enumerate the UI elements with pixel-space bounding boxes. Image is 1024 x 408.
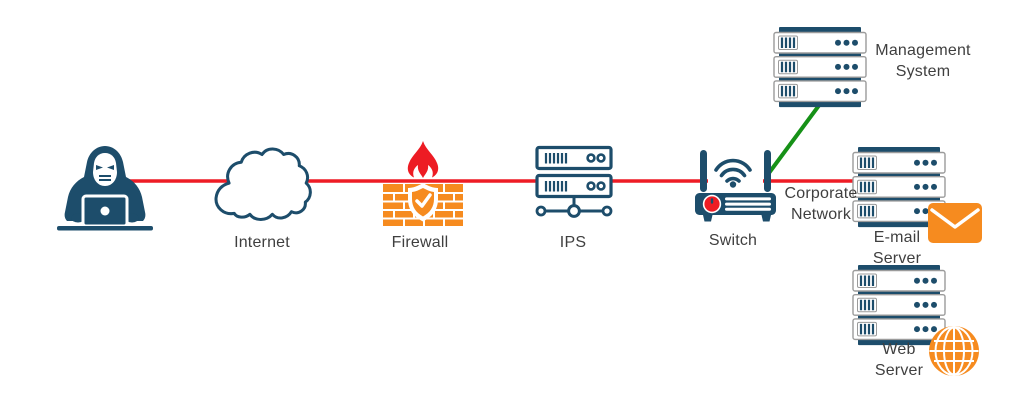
internet-label: Internet — [234, 234, 290, 251]
wireless-switch-icon — [695, 150, 776, 222]
email-server-label: E-mail Server — [872, 229, 922, 267]
power-knob — [704, 196, 720, 212]
ips-label: IPS — [559, 234, 587, 251]
wifi-icon — [714, 158, 752, 183]
firewall-brick-flame-shield-icon — [383, 141, 463, 226]
management-system-rack-icon — [772, 27, 868, 109]
antenna-left — [700, 150, 707, 192]
hacker-laptop-icon — [57, 146, 153, 231]
shield-check-icon — [408, 183, 438, 222]
envelope-icon — [928, 203, 982, 243]
management-system-label: Management System — [875, 42, 971, 80]
web-server-label: Web Server — [874, 341, 924, 379]
ips-servers-network-icon — [535, 145, 613, 218]
management-link-line — [764, 98, 825, 179]
globe-icon — [929, 326, 979, 376]
antenna-right — [764, 150, 771, 192]
firewall-label: Firewall — [391, 234, 449, 251]
switch-label: Switch — [708, 232, 758, 249]
cloud-icon — [214, 147, 312, 222]
corporate-network-label: Corporate Network — [784, 185, 858, 223]
